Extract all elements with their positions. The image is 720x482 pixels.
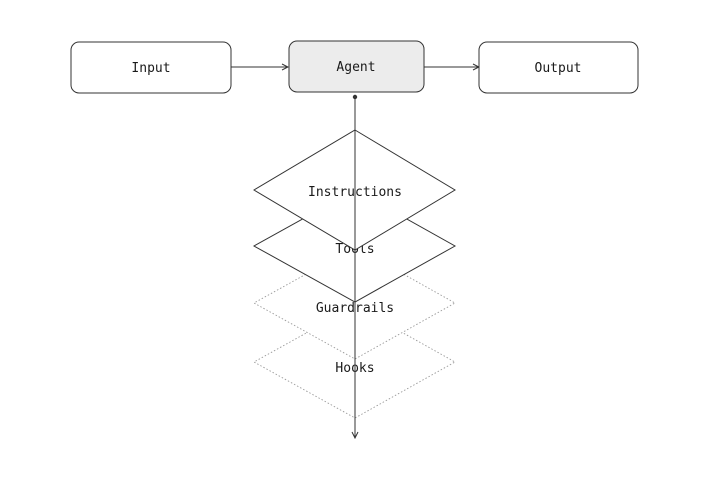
- output-node-label: Output: [535, 61, 582, 76]
- input-node: Input: [70, 41, 232, 94]
- agent-node-label: Agent: [336, 60, 375, 75]
- output-node: Output: [478, 41, 639, 94]
- agent-node: Agent: [288, 40, 425, 93]
- spine-origin-dot: [352, 94, 358, 100]
- input-node-label: Input: [131, 61, 170, 76]
